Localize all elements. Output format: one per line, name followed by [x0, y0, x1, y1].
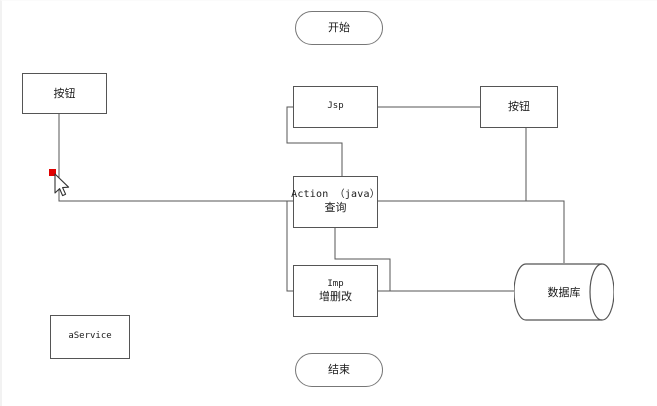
connector-button-left-to-action	[58, 113, 293, 202]
node-action-label-primary: Action （java）	[291, 188, 380, 200]
node-start-label: 开始	[328, 21, 350, 35]
node-database-label: 数据库	[547, 286, 581, 299]
mouse-pointer-icon	[54, 173, 70, 197]
connector-action-to-db-bus	[377, 200, 565, 263]
node-button-left[interactable]: 按钮	[22, 73, 107, 114]
node-action[interactable]: Action （java） 查询	[291, 176, 380, 228]
node-database[interactable]: 数据库	[513, 263, 615, 321]
node-jsp[interactable]: Jsp	[293, 86, 378, 128]
node-action-label-secondary: 查询	[324, 201, 347, 215]
node-start-terminal[interactable]: 开始	[295, 11, 383, 45]
node-end-terminal[interactable]: 结束	[295, 353, 383, 387]
node-aservice[interactable]: aService	[50, 315, 130, 359]
node-button-right[interactable]: 按钮	[480, 86, 558, 128]
database-cylinder-shape	[513, 263, 615, 321]
node-aservice-label: aService	[68, 331, 112, 342]
node-button-right-label: 按钮	[508, 100, 530, 114]
node-imp[interactable]: Imp 增删改	[293, 265, 378, 317]
node-imp-label-secondary: 增删改	[319, 289, 352, 303]
node-button-left-label: 按钮	[53, 86, 76, 100]
node-jsp-label: Jsp	[327, 101, 344, 112]
connector-endpoint-handle[interactable]	[49, 169, 56, 176]
node-imp-label-primary: Imp	[327, 278, 344, 289]
node-end-label: 结束	[328, 363, 350, 377]
